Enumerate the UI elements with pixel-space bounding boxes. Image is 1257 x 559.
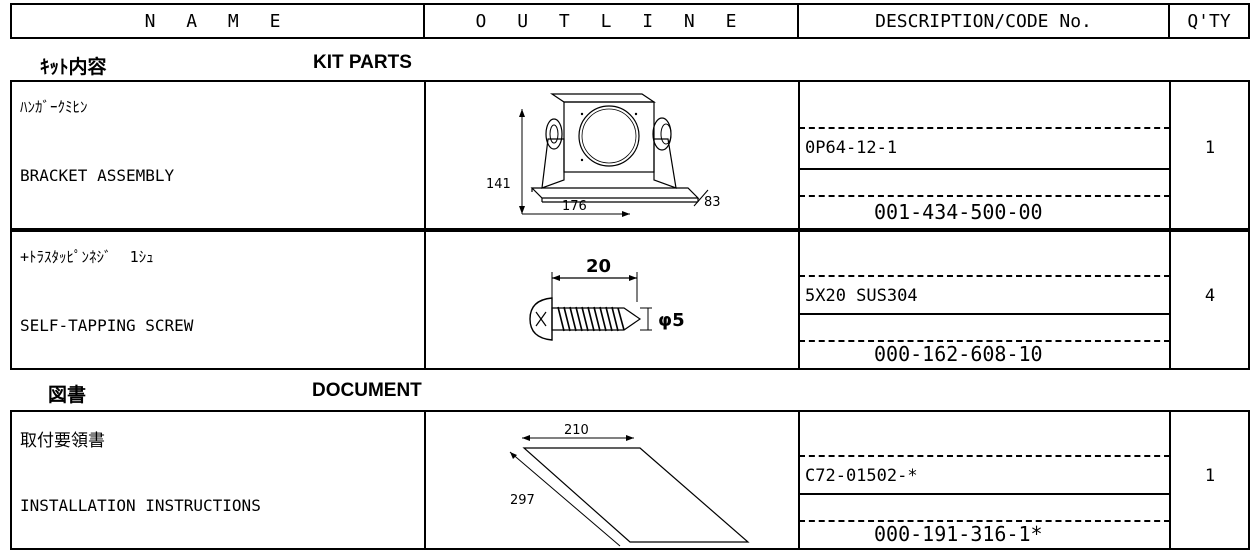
item-name-jp: ﾊﾝｶﾞｰｸﾐﾋﾝ xyxy=(20,98,88,116)
item-description: C72-01502-* xyxy=(805,466,918,486)
section-kit-en: KIT PARTS xyxy=(313,52,412,73)
section-doc-en: DOCUMENT xyxy=(312,380,422,401)
header-description: DESCRIPTION/CODE No. xyxy=(799,5,1170,37)
item-qty: 4 xyxy=(1204,286,1216,306)
description-cell: 5X20 SUS304 000-162-608-10 xyxy=(799,232,1170,368)
item-description: 0P64-12-1 xyxy=(805,138,898,158)
column-divider xyxy=(1169,232,1171,368)
dim-diameter: φ5 xyxy=(658,310,685,331)
item-code: 001-434-500-00 xyxy=(874,200,1043,224)
dim-doc-width: 210 xyxy=(564,423,589,438)
column-divider xyxy=(424,82,426,228)
item-name-en: INSTALLATION INSTRUCTIONS xyxy=(20,496,261,515)
column-divider xyxy=(424,232,426,368)
item-code: 000-191-316-1* xyxy=(874,522,1043,546)
table-row: ﾊﾝｶﾞｰｸﾐﾋﾝ BRACKET ASSEMBLY 141 xyxy=(10,80,1250,230)
table-row: +ﾄﾗｽﾀｯﾋﾟﾝﾈｼﾞ 1ｼｭ SELF-TAPPING SCREW 20 xyxy=(10,230,1250,370)
screw-drawing: 20 φ5 xyxy=(529,256,685,341)
dim-doc-height: 297 xyxy=(510,493,535,508)
column-divider xyxy=(798,82,800,228)
table-row: 取付要領書 INSTALLATION INSTRUCTIONS 210 297 … xyxy=(10,410,1250,550)
bracket-assembly-drawing: 141 176 83 xyxy=(486,93,721,217)
section-doc-jp: 図書 xyxy=(48,385,87,406)
header-qty: Q'TY xyxy=(1187,10,1231,32)
item-name-jp: +ﾄﾗｽﾀｯﾋﾟﾝﾈｼﾞ 1ｼｭ xyxy=(20,248,154,266)
dim-depth: 83 xyxy=(704,195,721,210)
column-divider xyxy=(1169,82,1171,228)
item-code: 000-162-608-10 xyxy=(874,342,1043,366)
item-description: 5X20 SUS304 xyxy=(805,286,918,306)
document-drawing: 210 297 xyxy=(509,423,750,547)
description-cell: C72-01502-* 000-191-316-1* xyxy=(799,412,1170,548)
header-row: N A M E O U T L I N E DESCRIPTION/CODE N… xyxy=(10,3,1250,39)
dim-width: 176 xyxy=(562,199,587,214)
item-name-en: BRACKET ASSEMBLY xyxy=(20,166,175,185)
description-cell: 0P64-12-1 001-434-500-00 xyxy=(799,82,1170,228)
section-kit-jp: ｷｯﾄ内容 xyxy=(40,57,107,78)
item-qty: 1 xyxy=(1204,466,1216,486)
column-divider xyxy=(798,232,800,368)
dim-height: 141 xyxy=(486,177,511,192)
dim-length: 20 xyxy=(586,256,611,277)
header-outline: O U T L I N E xyxy=(425,5,799,37)
column-divider xyxy=(1169,412,1171,548)
column-divider xyxy=(798,412,800,548)
item-qty: 1 xyxy=(1204,138,1216,158)
item-name-en: SELF-TAPPING SCREW xyxy=(20,316,194,335)
header-name: N A M E xyxy=(12,5,425,37)
column-divider xyxy=(424,412,426,548)
item-name-jp: 取付要領書 xyxy=(20,431,105,451)
